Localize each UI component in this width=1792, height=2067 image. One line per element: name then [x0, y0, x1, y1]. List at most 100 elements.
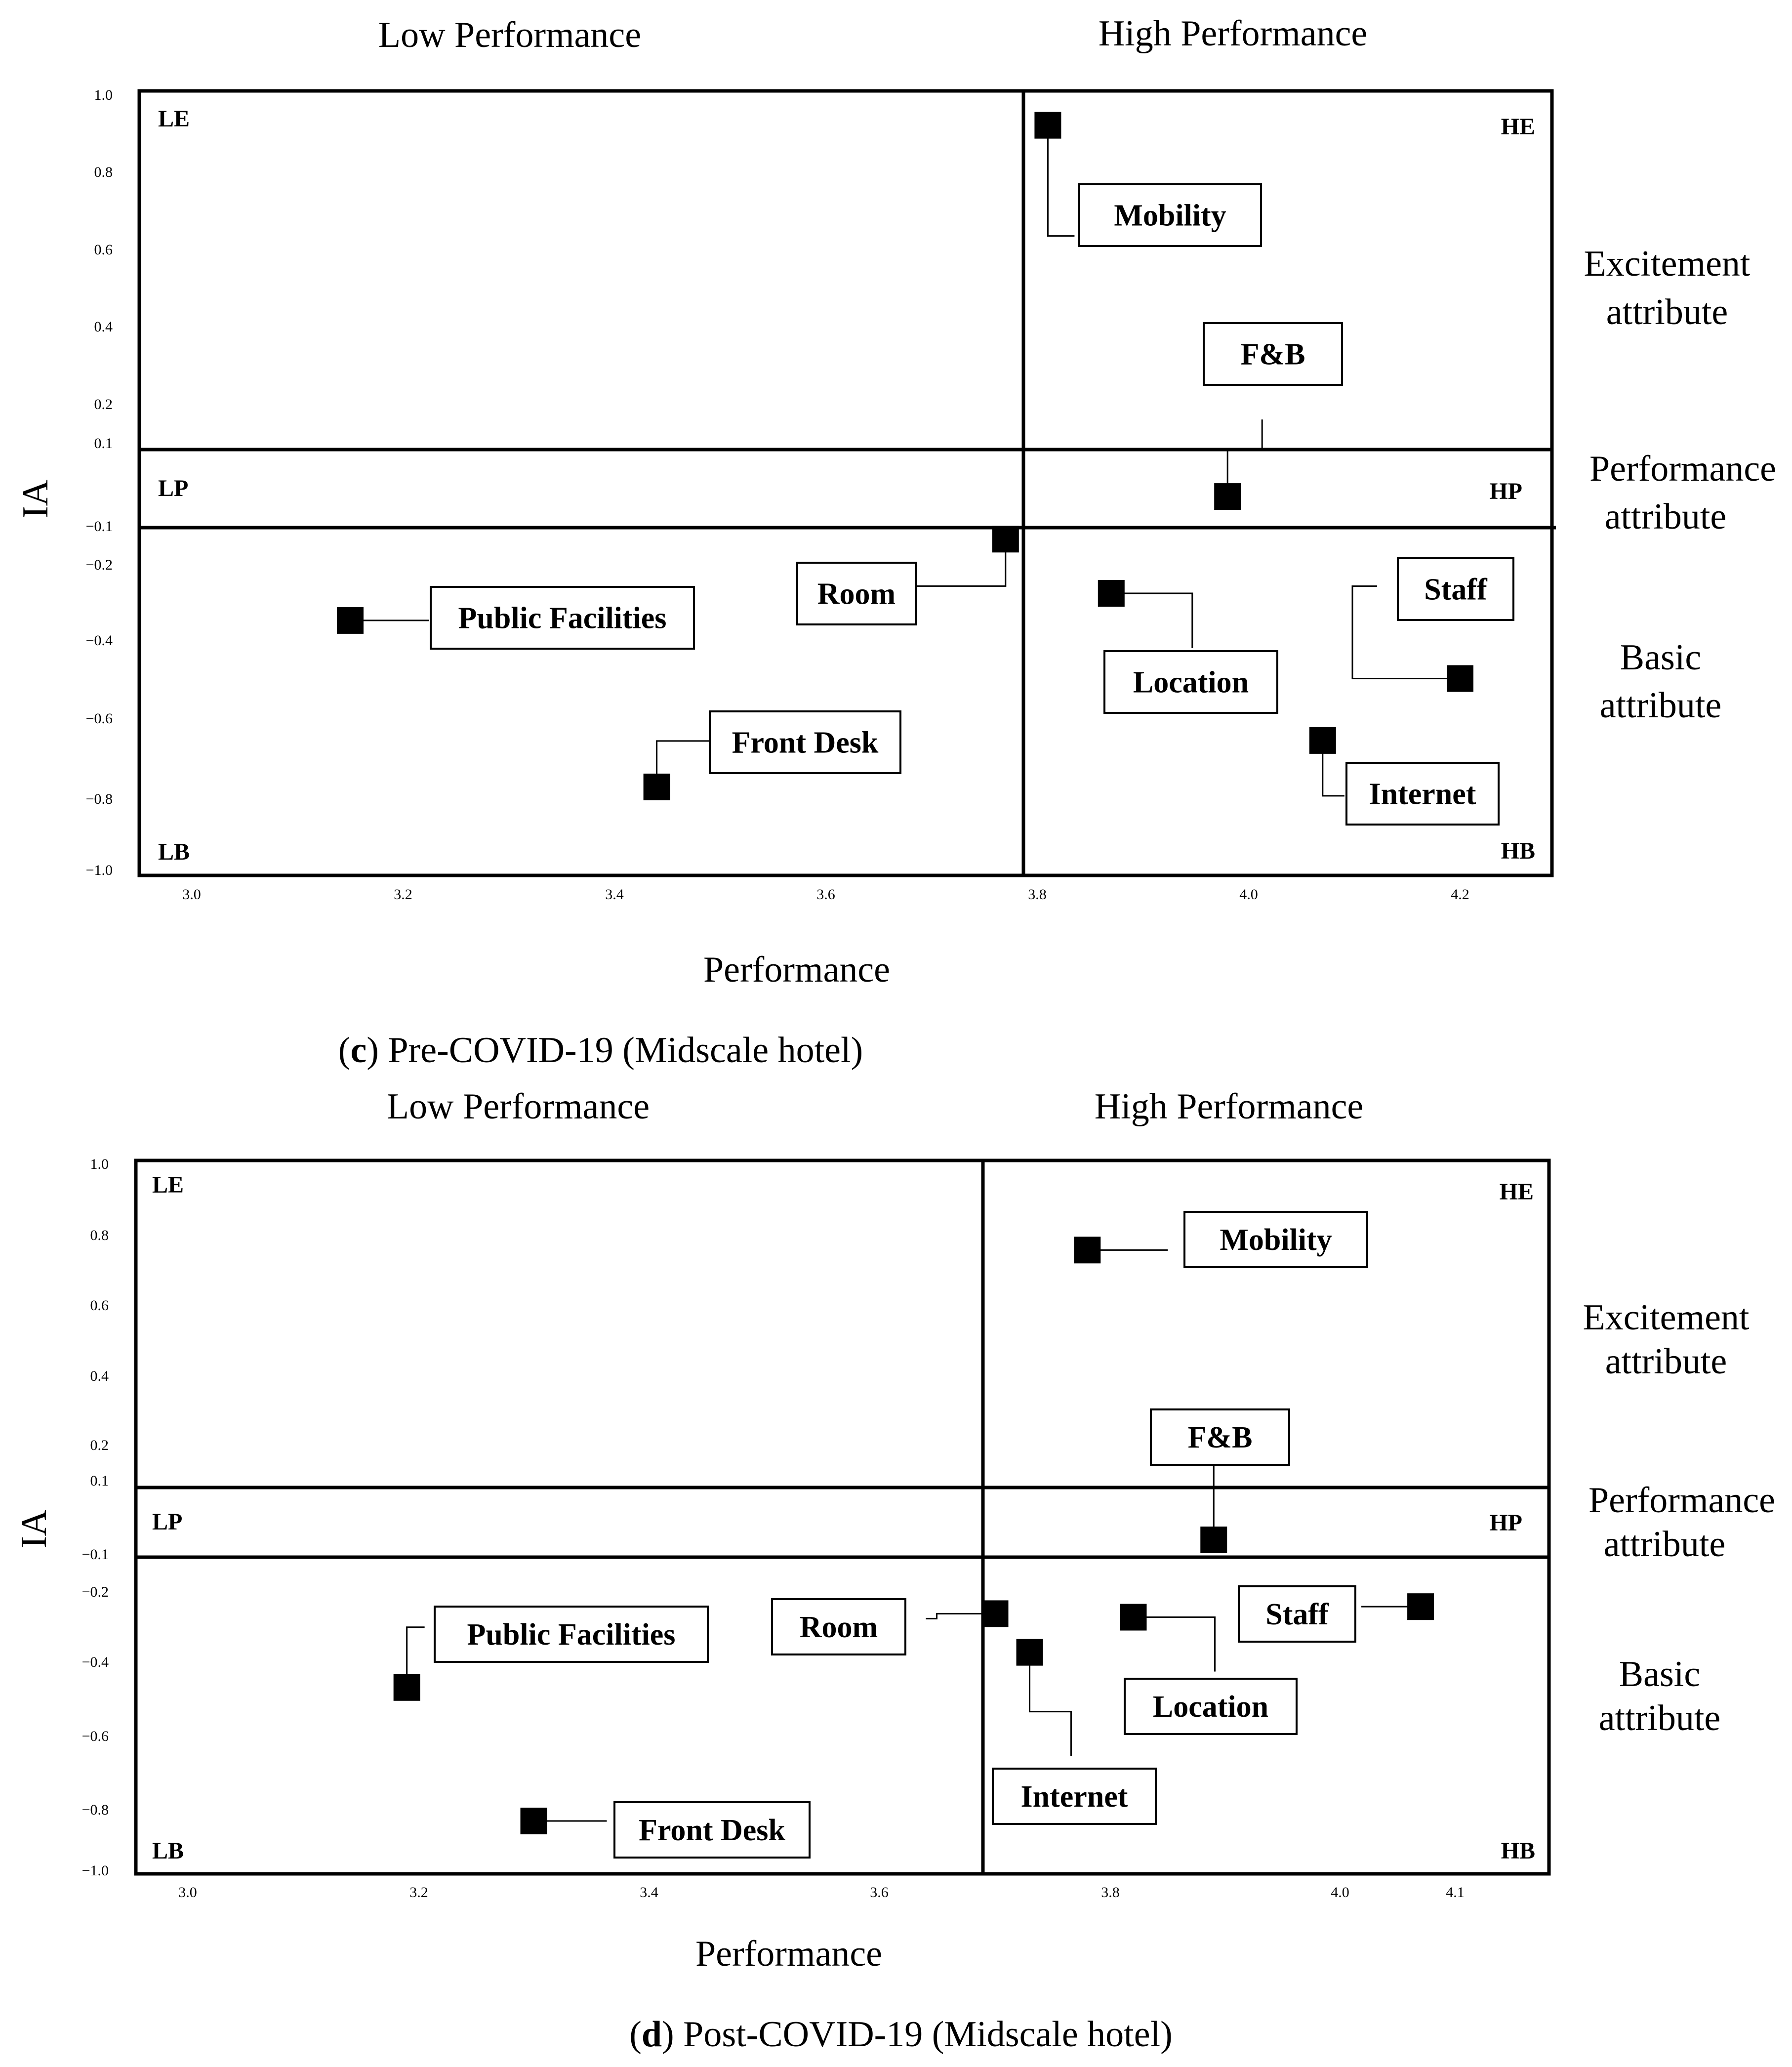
point-label-mobility: Mobility: [1114, 199, 1226, 233]
row-label-performance-1: Performance: [1588, 1480, 1775, 1521]
plot-frame: [134, 1158, 1551, 1876]
data-point-staff: [1447, 665, 1473, 692]
label-box-staff: [1238, 1585, 1356, 1643]
panel-post-covid: Low Performance High Performance Excitem…: [14, 1086, 1775, 2055]
label-box-location: [1103, 650, 1278, 714]
quadrant-lb: LB: [152, 1838, 184, 1864]
point-label-room: Room: [800, 1611, 878, 1644]
leader-line-internet: [1029, 1652, 1072, 1756]
row-label-excitement-1: Excitement: [1583, 1297, 1750, 1338]
leader-line-public-facilities: [406, 1626, 425, 1688]
quadrant-lp: LP: [158, 475, 188, 501]
x-tick: 3.8: [1028, 886, 1047, 903]
x-tick: 3.4: [605, 886, 624, 903]
col-label-high: High Performance: [1095, 1086, 1364, 1127]
quadrant-hp: HP: [1489, 478, 1522, 504]
y-tick: 0.1: [94, 435, 113, 452]
x-axis-title: Performance: [695, 1934, 882, 1974]
leader-line-room: [926, 1612, 995, 1619]
y-tick: 1.0: [94, 87, 113, 103]
x-tick: 3.2: [394, 886, 412, 903]
label-box-mobility: [1078, 183, 1262, 247]
data-point-internet: [1309, 727, 1336, 754]
caption-text: Pre-COVID-19 (Midscale hotel): [379, 1030, 863, 1071]
label-box-fandb: [1203, 322, 1343, 386]
leader-line-location: [1111, 592, 1193, 649]
x-axis-title: Performance: [703, 950, 890, 990]
leader-line-internet: [1322, 740, 1344, 797]
leader-line-location: [1133, 1616, 1216, 1672]
quadrant-hb: HB: [1501, 838, 1535, 864]
y-tick: 0.1: [90, 1473, 109, 1489]
label-box-internet: [992, 1768, 1157, 1825]
y-tick-labels: 1.0 0.8 0.6 0.4 0.2 0.1 −0.1 −0.2 −0.4 −…: [82, 1156, 109, 1879]
point-label-internet: Internet: [1021, 1780, 1128, 1814]
row-label-performance-1: Performance: [1589, 449, 1776, 489]
label-box-location: [1124, 1678, 1298, 1735]
y-tick: 0.6: [94, 242, 113, 258]
row-label-basic-1: Basic: [1619, 1654, 1700, 1695]
row-label-basic-2: attribute: [1599, 1698, 1721, 1738]
point-label-mobility: Mobility: [1220, 1223, 1332, 1257]
row-label-excitement-2: attribute: [1605, 1341, 1727, 1382]
col-label-high: High Performance: [1099, 13, 1368, 54]
point-label-staff: Staff: [1265, 1598, 1329, 1631]
data-point-mobility: [1034, 112, 1061, 139]
y-tick: −0.4: [86, 632, 113, 649]
y-tick: −0.2: [82, 1584, 109, 1600]
y-tick: 0.8: [94, 164, 113, 180]
row-label-performance-2: attribute: [1605, 496, 1727, 537]
y-tick: −1.0: [86, 862, 113, 878]
label-box-front-desk: [613, 1801, 811, 1859]
x-tick: 3.6: [816, 886, 835, 903]
x-tick: 4.2: [1451, 886, 1469, 903]
x-tick: 3.6: [870, 1884, 889, 1901]
data-point-fandb: [1200, 1527, 1227, 1554]
label-box-front-desk: [709, 710, 901, 774]
label-box-fandb: [1150, 1408, 1290, 1466]
x-tick: 4.0: [1239, 886, 1258, 903]
x-tick: 3.0: [178, 1884, 197, 1901]
data-point-mobility: [1074, 1237, 1101, 1264]
y-tick: −0.8: [86, 791, 113, 807]
point-label-public-facilities: Public Facilities: [467, 1618, 676, 1652]
data-point-fandb: [1214, 483, 1241, 510]
y-tick: 0.2: [90, 1437, 109, 1453]
point-label-room: Room: [817, 578, 896, 611]
x-tick: 3.8: [1101, 1884, 1120, 1901]
y-tick: 0.4: [90, 1368, 109, 1384]
leader-line-fandb: [1226, 419, 1263, 496]
x-tick: 4.1: [1446, 1884, 1465, 1901]
x-tick-labels: 3.0 3.2 3.4 3.6 3.8 4.0 4.1: [178, 1884, 1465, 1901]
col-label-low: Low Performance: [387, 1086, 650, 1127]
y-tick: 0.6: [90, 1297, 109, 1314]
y-tick: −0.4: [82, 1654, 109, 1670]
col-label-low: Low Performance: [378, 15, 641, 55]
point-label-public-facilities: Public Facilities: [458, 602, 667, 635]
quadrant-lb: LB: [158, 839, 190, 865]
label-box-public-facilities: [434, 1606, 709, 1663]
caption: (c) Pre-COVID-19 (Midscale hotel): [338, 1030, 863, 1071]
quadrant-lp: LP: [152, 1509, 182, 1535]
data-point-public-facilities: [337, 607, 364, 634]
x-tick: 4.0: [1331, 1884, 1349, 1901]
x-tick: 3.2: [409, 1884, 428, 1901]
x-tick: 3.4: [640, 1884, 658, 1901]
row-label-basic-1: Basic: [1620, 637, 1701, 678]
point-label-front-desk: Front Desk: [732, 726, 879, 760]
x-tick-labels: 3.0 3.2 3.4 3.6 3.8 4.0 4.2: [182, 886, 1469, 903]
y-tick: 0.8: [90, 1227, 109, 1243]
row-label-excitement-1: Excitement: [1584, 244, 1751, 284]
label-box-public-facilities: [430, 586, 695, 650]
quadrant-hp: HP: [1489, 1510, 1522, 1536]
label-box-staff: [1397, 557, 1514, 621]
row-label-excitement-2: attribute: [1606, 292, 1728, 332]
y-tick: −0.1: [86, 518, 113, 535]
data-point-front-desk: [643, 773, 670, 800]
panel-pre-covid: Low Performance High Performance Excitem…: [15, 13, 1776, 1071]
y-tick: 1.0: [90, 1156, 109, 1172]
point-label-internet: Internet: [1369, 778, 1476, 811]
leader-line-room: [916, 539, 1007, 587]
